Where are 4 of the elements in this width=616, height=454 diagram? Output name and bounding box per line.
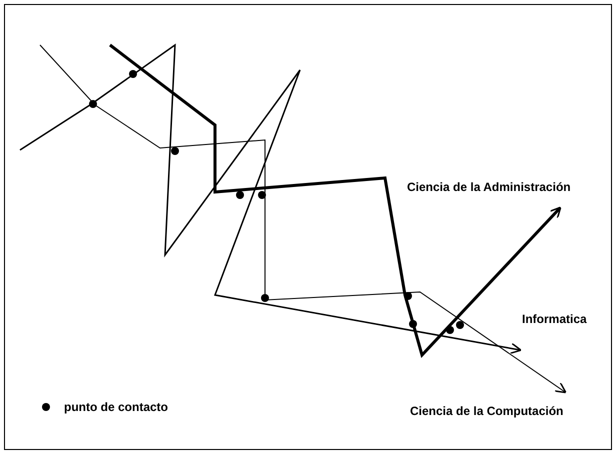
line-label: Ciencia de la Administración <box>407 180 571 194</box>
line-label: Ciencia de la Computación <box>410 404 564 418</box>
line-label: Informatica <box>522 312 587 326</box>
legend-label: punto de contacto <box>64 400 168 414</box>
